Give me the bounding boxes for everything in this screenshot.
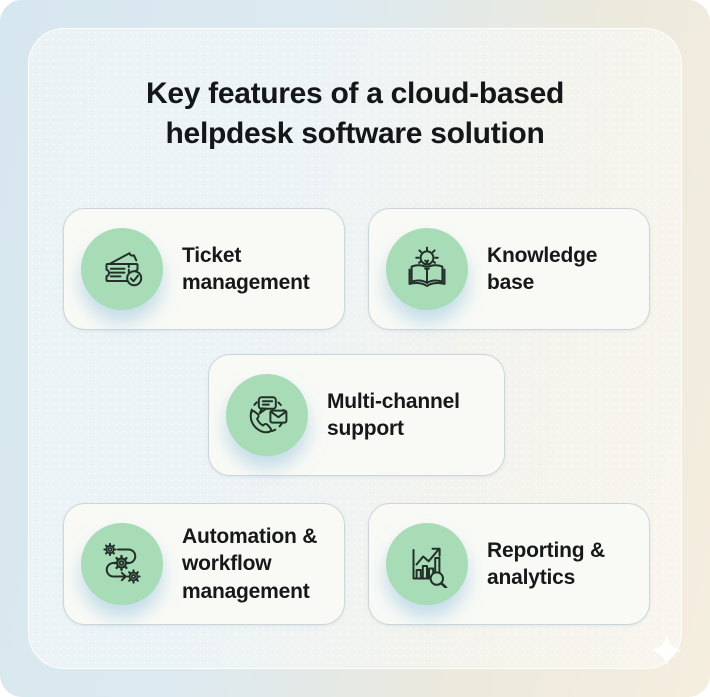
card-ticket-management: Ticket management [63,208,345,330]
title-line-2: helpdesk software solution [165,117,545,150]
card-reporting-analytics: Reporting & analytics [368,503,650,625]
page-title: Key features of a cloud-based helpdesk s… [0,74,710,154]
card-multi-channel-support: Multi-channel support [208,354,505,476]
gears-flow-arrow-icon [81,523,163,605]
card-automation-workflow: Automation & workflow management [63,503,345,625]
card-label: Multi-channel support [327,389,460,441]
ticket-check-icon [81,228,163,310]
card-label: Knowledge base [487,243,598,295]
card-label: Reporting & analytics [487,538,605,590]
phone-chat-envelope-icon [226,374,308,456]
card-label: Automation & workflow management [182,524,318,603]
card-knowledge-base: Knowledge base [368,208,650,330]
bar-chart-magnifier-icon [386,523,468,605]
card-label: Ticket management [182,243,310,295]
sparkle-icon [650,634,683,667]
title-line-1: Key features of a cloud-based [145,77,565,110]
book-lightbulb-icon [386,228,468,310]
